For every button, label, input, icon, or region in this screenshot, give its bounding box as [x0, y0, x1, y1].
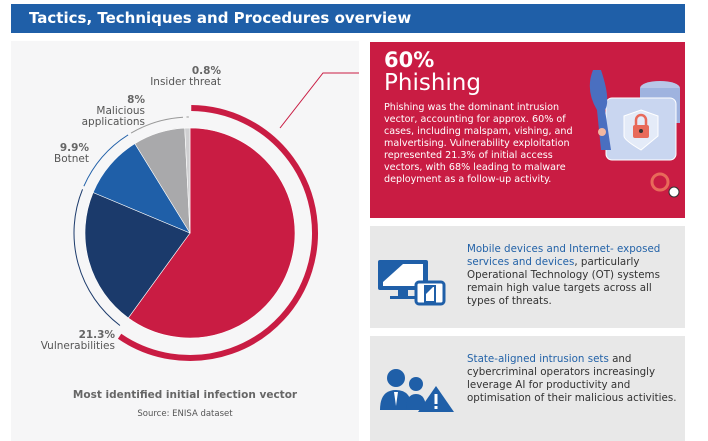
name-malicious: Malicious applications [81, 105, 145, 128]
label-malicious-applications: 8%Malicious applications [71, 95, 145, 128]
phishing-outer-arc [117, 105, 318, 361]
chart-title: Most identified initial infection vector [72, 389, 298, 401]
devices-icon [378, 260, 446, 306]
card-devices: Mobile devices and Internet- exposed ser… [370, 226, 685, 328]
pie-chart [73, 72, 359, 361]
pie-slice-insider-threat [184, 127, 191, 234]
slice-outer-arc [83, 134, 129, 187]
name-insider: Insider threat [150, 76, 221, 88]
users-warning-icon [380, 369, 454, 412]
slice-outer-arc [130, 116, 184, 134]
label-botnet: 9.9%Botnet [21, 143, 89, 165]
phishing-leader-line [279, 72, 359, 129]
phishing-highlight-card: 60% Phishing Phishing was the dominant i… [370, 42, 685, 218]
value-malicious: 8% [127, 94, 145, 106]
highlight-title: Phishing [384, 70, 481, 96]
card-threat-actors-body: and cybercriminal operators increasingly… [467, 353, 677, 404]
card-devices-text: Mobile devices and Internet- exposed ser… [467, 243, 679, 308]
highlight-percent: 60% [384, 48, 435, 72]
security-lock-illustration-icon [589, 70, 680, 198]
value-botnet: 9.9% [59, 142, 89, 154]
pie-slice-phishing [127, 127, 296, 339]
page-title: Tactics, Techniques and Procedures overv… [11, 4, 685, 33]
value-vulnerabilities: 21.3% [78, 329, 115, 341]
value-insider: 0.8% [191, 65, 221, 77]
slice-outer-arc [73, 189, 121, 326]
label-vulnerabilities: 21.3%Vulnerabilities [21, 330, 115, 352]
name-botnet: Botnet [54, 153, 89, 165]
card-threat-actors-text: State-aligned intrusion sets and cybercr… [467, 353, 679, 405]
card-devices-highlight: Mobile devices and Internet- exposed ser… [467, 243, 661, 268]
card-threat-actors-highlight: State-aligned intrusion sets [467, 353, 609, 365]
label-insider-threat: 0.8%Insider threat [111, 66, 221, 88]
card-threat-actors: State-aligned intrusion sets and cybercr… [370, 336, 685, 441]
pie-slice-vulnerabilities [84, 192, 191, 319]
chart-panel: 0.8%Insider threat 8%Malicious applicati… [11, 41, 359, 441]
card-devices-body: , particularly Operational Technology (O… [467, 256, 660, 307]
chart-source: Source: ENISA dataset [137, 409, 233, 419]
highlight-text: Phishing was the dominant intrusion vect… [384, 102, 573, 185]
name-vulnerabilities: Vulnerabilities [40, 340, 115, 352]
